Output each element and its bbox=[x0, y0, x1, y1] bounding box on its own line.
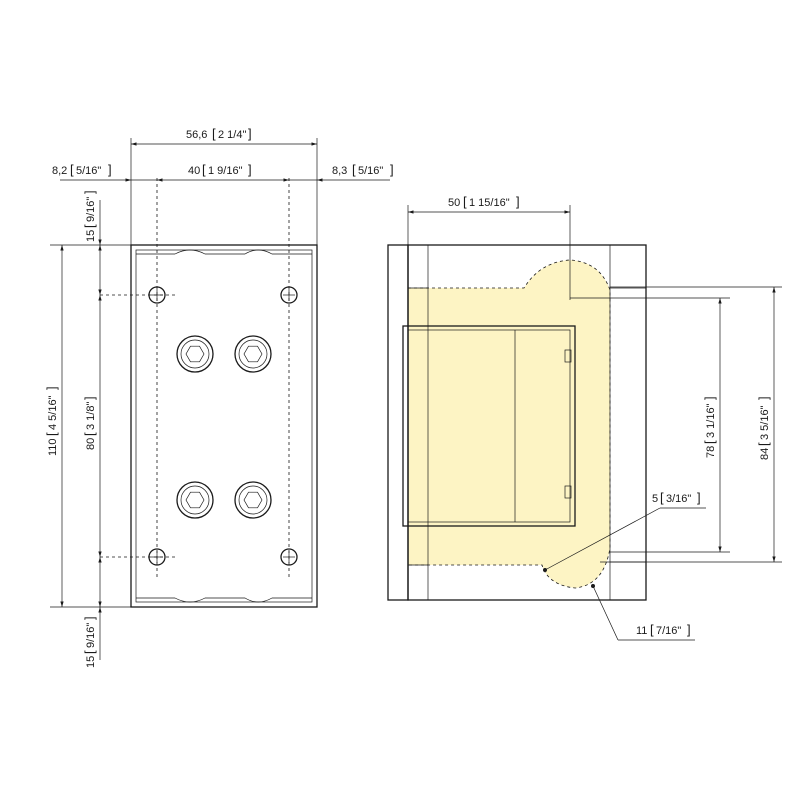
bracket-close: ] bbox=[702, 396, 717, 400]
dim-overall-width-metric: 56,6 bbox=[186, 129, 207, 141]
bracket-close: ] bbox=[82, 616, 97, 620]
dim-hole-spacing-imperial: 1 9/16" bbox=[208, 165, 243, 177]
bracket-open: [ bbox=[756, 442, 771, 446]
front-view: 56,6 [ 2 1/4" ] 8,2 [ 5/16" ] 40 [ 1 9/1… bbox=[44, 126, 394, 668]
plate-outline bbox=[130, 244, 318, 608]
bracket-close: ] bbox=[697, 490, 701, 505]
dim-corner-gap-imperial: 3/16" bbox=[666, 493, 691, 505]
dim-top-edge-imperial: 9/16" bbox=[85, 197, 97, 222]
bracket-open: [ bbox=[82, 224, 97, 228]
bracket-close: ] bbox=[82, 190, 97, 194]
bracket-open: [ bbox=[212, 126, 216, 141]
dim-right-edge-imperial: 5/16" bbox=[358, 165, 383, 177]
dim-right-edge-metric: 8,3 bbox=[332, 165, 347, 177]
bracket-open: [ bbox=[352, 162, 356, 177]
dim-inner-height-imperial: 3 1/16" bbox=[705, 403, 717, 438]
plate-inner-edge bbox=[135, 249, 313, 603]
bracket-close: ] bbox=[516, 194, 520, 209]
bracket-open: [ bbox=[82, 432, 97, 436]
dim-cutout-height-metric: 84 bbox=[759, 448, 771, 460]
wall-mount-plate bbox=[387, 244, 409, 601]
glass-cutout-area bbox=[407, 259, 611, 589]
side-view: 50 [ 1 15/16" ] 78 [ 3 1/16" ] 84 [ 3 5/… bbox=[387, 194, 782, 641]
dim-bottom-edge-imperial: 9/16" bbox=[85, 623, 97, 648]
hinge-body bbox=[402, 325, 576, 527]
dim-left-edge-metric: 8,2 bbox=[52, 165, 67, 177]
bracket-open: [ bbox=[650, 622, 654, 637]
bracket-close: ] bbox=[687, 622, 691, 637]
bracket-open: [ bbox=[463, 194, 467, 209]
leader-cutout-radius bbox=[592, 585, 619, 641]
dim-cutout-height-imperial: 3 5/16" bbox=[759, 405, 771, 440]
plate-top-contour bbox=[136, 249, 312, 255]
dim-corner-gap-metric: 5 bbox=[652, 493, 658, 505]
bracket-close: ] bbox=[248, 126, 252, 141]
bracket-open: [ bbox=[702, 440, 717, 444]
bracket-open: [ bbox=[202, 162, 206, 177]
bracket-close: ] bbox=[390, 162, 394, 177]
bracket-open: [ bbox=[660, 490, 664, 505]
dim-hole-vertical-metric: 80 bbox=[85, 438, 97, 450]
bracket-close: ] bbox=[756, 396, 771, 400]
dim-cutout-radius-imperial: 7/16" bbox=[656, 625, 681, 637]
dim-left-edge-imperial: 5/16" bbox=[76, 165, 101, 177]
hex-screw-1 bbox=[176, 335, 214, 373]
dim-glass-depth-imperial: 1 15/16" bbox=[469, 197, 510, 209]
dim-overall-height-metric: 110 bbox=[47, 438, 59, 456]
plate-bottom-contour bbox=[136, 597, 312, 603]
dim-overall-width-imperial: 2 1/4" bbox=[218, 129, 246, 141]
hex-screw-4 bbox=[234, 481, 272, 519]
dim-bottom-edge-metric: 15 bbox=[85, 656, 97, 668]
dim-top-edge-metric: 15 bbox=[85, 230, 97, 242]
dim-glass-depth-metric: 50 bbox=[448, 197, 460, 209]
bracket-close: ] bbox=[44, 386, 59, 390]
hex-screw-3 bbox=[176, 481, 214, 519]
bracket-open: [ bbox=[44, 432, 59, 436]
bracket-close: ] bbox=[248, 162, 252, 177]
bracket-open: [ bbox=[70, 162, 74, 177]
bracket-close: ] bbox=[108, 162, 112, 177]
dim-inner-height-metric: 78 bbox=[705, 446, 717, 458]
dim-hole-vertical-imperial: 3 1/8" bbox=[85, 402, 97, 430]
bracket-open: [ bbox=[82, 650, 97, 654]
dim-cutout-radius-metric: 11 bbox=[636, 625, 647, 637]
leader-corner-gap bbox=[544, 507, 661, 571]
dim-overall-height-imperial: 4 5/16" bbox=[47, 395, 59, 430]
hex-screw-2 bbox=[234, 335, 272, 373]
dim-hole-spacing-metric: 40 bbox=[188, 165, 200, 177]
bracket-close: ] bbox=[82, 396, 97, 400]
